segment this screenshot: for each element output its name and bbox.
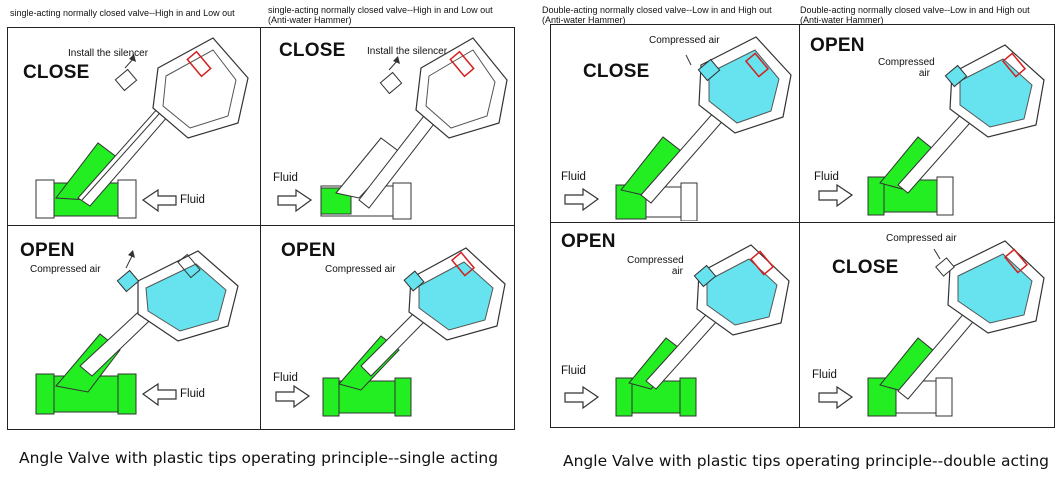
valve-cell-single-close-antihammer: CLOSE Install the silencer Fluid: [261, 28, 514, 224]
valve-cell-single-open: OPEN Compressed air Fluid: [8, 226, 259, 428]
valve-diagram: [818, 44, 1045, 216]
label-line-1: Compressed: [878, 57, 935, 68]
compressed-air-label: Compressed air: [649, 35, 720, 46]
state-label: OPEN: [810, 35, 865, 56]
fluid-label: Fluid: [273, 172, 298, 184]
valve-diagram: [564, 36, 792, 221]
header-line-1: single-acting normally closed valve--Hig…: [268, 5, 493, 15]
header-single-acting: single-acting normally closed valve--Hig…: [10, 8, 235, 18]
valve-diagram: [35, 250, 239, 415]
valve-cell-double-close-bottom: CLOSE Compressed air Fluid: [800, 223, 1054, 427]
header-single-acting-anti-hammer: single-acting normally closed valve--Hig…: [268, 5, 493, 25]
state-label: CLOSE: [279, 40, 346, 61]
panel-divider-vertical: [260, 28, 261, 429]
valve-cell-double-open: OPEN Compressed air Fluid: [800, 25, 1054, 221]
fluid-label: Fluid: [812, 369, 837, 381]
state-label: CLOSE: [583, 61, 650, 82]
fluid-label: Fluid: [814, 171, 839, 183]
valve-diagram: [275, 247, 506, 417]
panel-divider-horizontal: [551, 222, 1054, 223]
header-line-2: (Anti-water Hammer): [800, 15, 884, 25]
state-label: CLOSE: [832, 257, 899, 278]
valve-cell-double-close: CLOSE Compressed air Fluid: [551, 25, 798, 221]
caption-double-acting: Angle Valve with plastic tips operating …: [563, 452, 1050, 470]
label-line-1: Compressed: [627, 255, 684, 266]
label-line-2: air: [671, 266, 683, 277]
compressed-air-label: Compressed air: [878, 57, 935, 79]
compressed-air-label: Compressed air: [627, 255, 684, 277]
panel-divider-vertical: [799, 25, 800, 427]
valve-diagram: [818, 240, 1045, 417]
silencer-label: Install the silencer: [68, 48, 149, 59]
state-label: OPEN: [20, 240, 75, 261]
valve-cell-single-close: CLOSE Install the silencer Fluid: [8, 28, 259, 224]
valve-diagram: [564, 244, 790, 417]
header-line-1: Double-acting normally closed valve--Low…: [542, 5, 772, 15]
state-label: CLOSE: [23, 62, 90, 83]
fluid-label: Fluid: [561, 365, 586, 377]
state-label: OPEN: [281, 240, 336, 261]
compressed-air-label: Compressed air: [30, 264, 101, 275]
caption-single-acting: Angle Valve with plastic tips operating …: [19, 449, 499, 467]
valve-cell-single-open-antihammer: OPEN Compressed air Fluid: [261, 226, 514, 428]
compressed-air-label: Compressed air: [886, 233, 957, 244]
valve-diagram: [35, 37, 249, 219]
header-double-acting-right: Double-acting normally closed valve--Low…: [800, 5, 1030, 25]
valve-cell-double-open-bottom: OPEN Compressed air Fluid: [551, 223, 798, 427]
panel-divider-horizontal: [8, 225, 514, 226]
state-label: OPEN: [561, 231, 616, 252]
header-line-1: Double-acting normally closed valve--Low…: [800, 5, 1030, 15]
silencer-label: Install the silencer: [367, 46, 448, 57]
valve-diagram: [277, 37, 508, 220]
compressed-air-label: Compressed air: [325, 264, 396, 275]
header-double-acting-left: Double-acting normally closed valve--Low…: [542, 5, 772, 25]
fluid-label: Fluid: [180, 194, 205, 206]
label-line-2: air: [918, 68, 930, 79]
fluid-label: Fluid: [180, 388, 205, 400]
header-line-2: (Anti-water Hammer): [542, 15, 626, 25]
header-line-2: (Anti-water Hammer): [268, 15, 352, 25]
fluid-label: Fluid: [561, 171, 586, 183]
fluid-label: Fluid: [273, 372, 298, 384]
